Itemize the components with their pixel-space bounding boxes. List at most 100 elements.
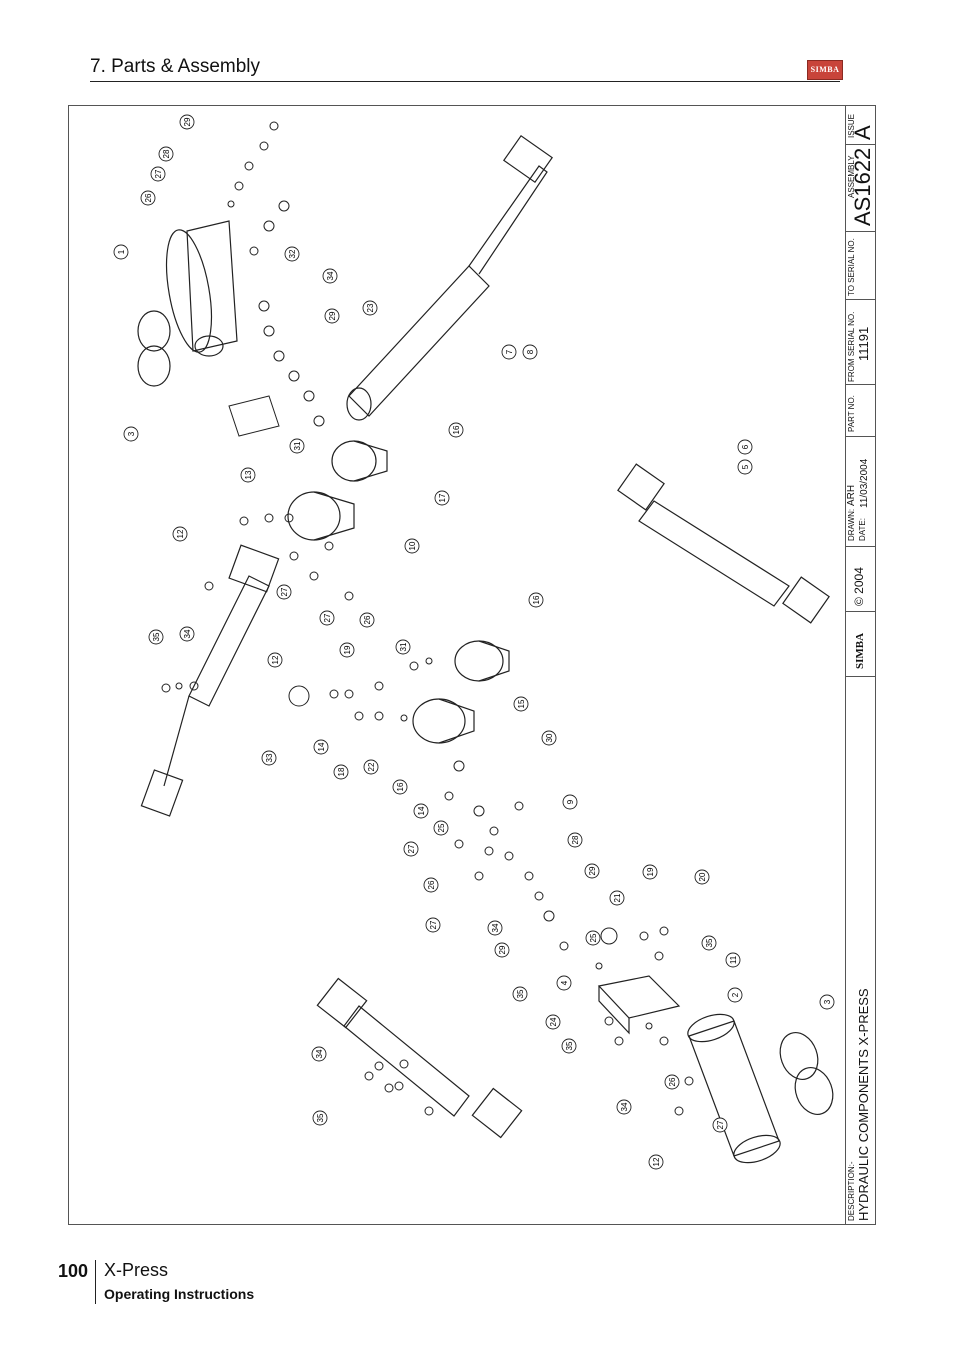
callout-label: 19 xyxy=(343,645,352,654)
callout-label: 28 xyxy=(571,835,580,844)
callout-balloon: 27 xyxy=(712,1117,728,1133)
callout-balloon: 27 xyxy=(276,584,292,600)
callout-label: 34 xyxy=(183,629,192,638)
callout-label: 16 xyxy=(452,425,461,434)
callout-label: 2 xyxy=(731,992,740,997)
callout-balloon: 26 xyxy=(664,1074,680,1090)
callout-balloon: 14 xyxy=(313,739,329,755)
callout-balloon: 28 xyxy=(567,832,583,848)
callout-label: 15 xyxy=(517,699,526,708)
callout-balloon: 31 xyxy=(289,438,305,454)
callout-label: 33 xyxy=(265,753,274,762)
callout-label: 31 xyxy=(399,642,408,651)
callout-balloon: 30 xyxy=(541,730,557,746)
cylinder-5-drawing xyxy=(617,463,830,624)
callout-balloon: 27 xyxy=(150,166,166,182)
callout-balloon: 8 xyxy=(522,344,538,360)
callout-label: 27 xyxy=(154,169,163,178)
part-no-label: PART NO. xyxy=(847,395,856,432)
accumulator-16-mid xyxy=(454,640,510,682)
callout-balloon: 32 xyxy=(284,246,300,262)
callout-balloon: 22 xyxy=(363,759,379,775)
callout-label: 31 xyxy=(293,441,302,450)
accumulator-16-low xyxy=(412,698,475,744)
callout-label: 35 xyxy=(516,989,525,998)
page-number: 100 xyxy=(58,1261,89,1281)
title-block: ISSUE A ASSEMBLY AS1622 TO SERIAL NO. FR… xyxy=(845,106,876,1225)
cylinder-left-drawing xyxy=(140,544,280,817)
callout-label: 26 xyxy=(363,615,372,624)
callout-balloon: 27 xyxy=(425,917,441,933)
description-label: DESCRIPTION:- xyxy=(847,1161,856,1221)
callout-balloon: 34 xyxy=(311,1046,327,1062)
callout-label: 34 xyxy=(315,1049,324,1058)
callout-label: 29 xyxy=(183,117,192,126)
to-serial-label: TO SERIAL NO. xyxy=(847,238,856,296)
footer-rule xyxy=(95,1260,96,1304)
cylinder-1-drawing xyxy=(137,220,238,387)
callout-label: 26 xyxy=(144,193,153,202)
copyright: © 2004 xyxy=(852,567,866,606)
callout-balloon: 7 xyxy=(501,344,517,360)
callout-label: 14 xyxy=(317,742,326,751)
callout-label: 7 xyxy=(505,349,514,354)
callout-balloon: 20 xyxy=(694,869,710,885)
callout-balloon: 4 xyxy=(556,975,572,991)
callout-label: 5 xyxy=(741,464,750,469)
callout-balloon: 34 xyxy=(487,920,503,936)
callout-balloon: 33 xyxy=(261,750,277,766)
document-subtitle: Operating Instructions xyxy=(104,1286,255,1302)
callout-label: 35 xyxy=(705,938,714,947)
callout-balloon: 35 xyxy=(561,1038,577,1054)
callout-label: 22 xyxy=(367,762,376,771)
callout-label: 1 xyxy=(117,249,126,254)
callout-balloon: 19 xyxy=(642,864,658,880)
callout-label: 10 xyxy=(408,541,417,550)
callout-balloon: 1 xyxy=(113,244,129,260)
callout-balloon: 26 xyxy=(423,877,439,893)
callout-balloon: 3 xyxy=(123,426,139,442)
simba-logo: SIMBA xyxy=(807,60,843,80)
callout-balloon: 29 xyxy=(324,308,340,324)
callout-balloon: 24 xyxy=(545,1014,561,1030)
callout-balloon: 34 xyxy=(322,268,338,284)
callout-balloon: 25 xyxy=(433,820,449,836)
callout-balloon: 16 xyxy=(448,422,464,438)
callout-balloon: 35 xyxy=(701,935,717,951)
callout-label: 11 xyxy=(729,955,738,964)
callout-balloon: 17 xyxy=(434,490,450,506)
assembly-value: AS1622 xyxy=(850,147,875,226)
callout-balloon: 35 xyxy=(512,986,528,1002)
fittings-drawing xyxy=(161,121,694,1116)
callout-label: 19 xyxy=(646,867,655,876)
callout-balloon: 14 xyxy=(413,803,429,819)
callout-balloon: 16 xyxy=(392,779,408,795)
callout-balloon: 13 xyxy=(240,467,256,483)
accumulator-16-top xyxy=(331,440,388,482)
callout-label: 27 xyxy=(429,920,438,929)
callout-label: 26 xyxy=(427,880,436,889)
description-value: HYDRAULIC COMPONENTS X-PRESS xyxy=(856,988,871,1221)
callout-balloon: 19 xyxy=(339,642,355,658)
callout-label: 16 xyxy=(396,782,405,791)
accumulator-17 xyxy=(287,491,355,541)
callout-label: 27 xyxy=(280,587,289,596)
callout-balloon: 26 xyxy=(140,190,156,206)
cylinder-2-drawing xyxy=(687,1013,834,1164)
cylinder-bottom-left-drawing xyxy=(316,977,523,1139)
callout-label: 13 xyxy=(244,470,253,479)
header-rule xyxy=(90,81,840,82)
callout-label: 25 xyxy=(437,823,446,832)
callout-label: 28 xyxy=(162,149,171,158)
valve-block-4-drawing xyxy=(597,975,681,1035)
callout-label: 30 xyxy=(545,733,554,742)
callout-label: 12 xyxy=(271,655,280,664)
callout-balloon: 18 xyxy=(333,764,349,780)
callout-label: 32 xyxy=(288,249,297,258)
callout-label: 14 xyxy=(417,806,426,815)
callout-balloon: 12 xyxy=(267,652,283,668)
callout-label: 6 xyxy=(741,444,750,449)
callout-balloon: 3 xyxy=(819,994,835,1010)
callout-label: 27 xyxy=(716,1120,725,1129)
